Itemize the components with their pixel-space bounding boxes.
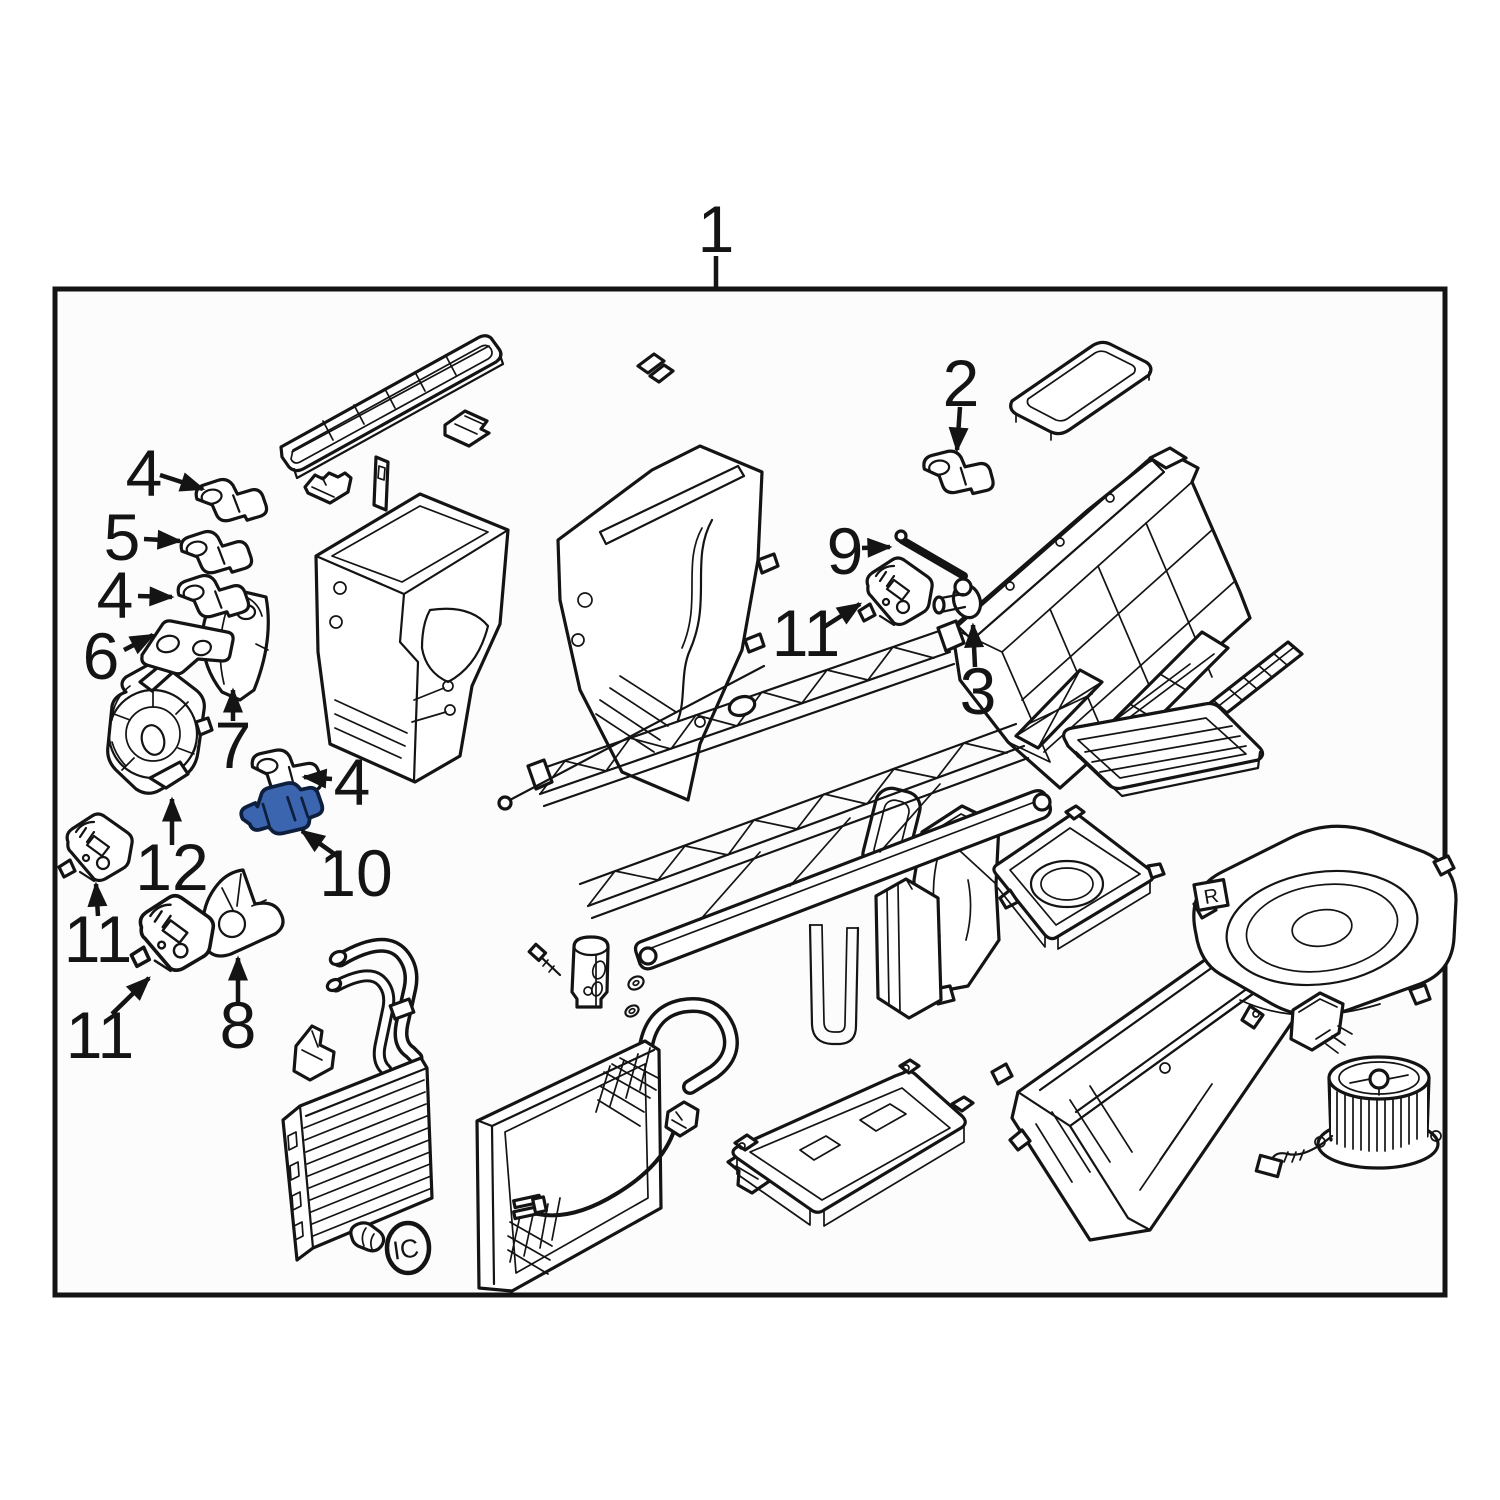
callout-2: 2 — [943, 346, 980, 420]
part-u-seal-art — [808, 923, 860, 1046]
arrow-2 — [948, 406, 969, 453]
part-heater-core-art — [281, 1056, 434, 1262]
callout-labels: 1 4 5 4 6 7 12 11 11 8 10 4 2 9 11 3 — [64, 192, 997, 1072]
arrow-10 — [299, 829, 342, 860]
callout-6: 6 — [83, 619, 120, 693]
part-post-bracket-art — [372, 455, 390, 512]
part-side-slab-art — [874, 877, 943, 1020]
part-intake-grille-art — [279, 334, 505, 480]
part-o-rings-art — [624, 975, 645, 1018]
part-heater-pipes-art — [325, 937, 424, 1077]
part-heater-case-right-art — [950, 446, 1252, 790]
arrow-4-upper — [159, 472, 206, 492]
callout-8: 8 — [220, 988, 257, 1062]
blower-housing-tab-marking: R — [1202, 885, 1220, 909]
arrow-3 — [964, 622, 985, 668]
part-lower-tray-art — [731, 1058, 975, 1227]
part-top-wedge-clip-art — [636, 352, 675, 384]
part-bracket-8-art — [201, 868, 285, 958]
part-grommet-art: IC — [384, 1220, 432, 1276]
callout-11-left-lower: 11 — [66, 998, 135, 1072]
arrow-5 — [143, 529, 183, 550]
part-filter-door-art — [1014, 668, 1104, 750]
part-case-right-half-art — [556, 444, 780, 802]
part-center-wedge-clip-art — [443, 409, 491, 448]
part-case-left-half-art — [314, 492, 510, 784]
callout-1: 1 — [698, 192, 735, 266]
part-blower-housing-art: R — [1192, 824, 1458, 1030]
arrow-4-center — [301, 768, 333, 789]
part-bracket-6-art — [140, 619, 235, 676]
callout-arrows — [87, 406, 985, 1016]
callout-5: 5 — [104, 500, 141, 574]
arrow-4-mid — [137, 586, 175, 607]
callout-4-center: 4 — [334, 745, 371, 819]
part-mounting-bolt-art — [527, 942, 562, 977]
part-blower-motor-art — [1254, 1055, 1442, 1179]
grommet-marking: IC — [391, 1232, 421, 1265]
part-10-highlighted-sensor — [239, 781, 325, 836]
part-damper-assembly-upper-art — [526, 619, 966, 808]
arrow-9 — [861, 537, 893, 558]
part-blower-resistor-art — [1289, 991, 1353, 1054]
callout-4-upper: 4 — [126, 436, 163, 510]
part-grille-clip-art — [303, 471, 353, 505]
arrow-11-right — [822, 602, 863, 629]
callout-10: 10 — [319, 836, 392, 910]
callout-9: 9 — [827, 514, 864, 588]
callout-3: 3 — [960, 654, 997, 728]
part-damper-assembly-lower-art — [578, 722, 1052, 971]
callout-4-mid: 4 — [97, 558, 134, 632]
part-rod-9-art — [894, 529, 968, 580]
part-top-cover-right-art — [1009, 340, 1153, 441]
part-heater-bracket-art — [292, 1024, 336, 1082]
arrow-11-left-lower — [110, 976, 151, 1016]
part-evaporator-sensor-wire-art — [512, 1100, 700, 1221]
callout-12: 12 — [135, 830, 208, 904]
callout-7: 7 — [215, 708, 252, 782]
part-pan-with-opening-art — [992, 804, 1166, 950]
callout-11-left-upper: 11 — [64, 902, 133, 976]
part-control-rod-long-art — [497, 664, 766, 811]
part-filter-tray-art — [1062, 701, 1265, 798]
callout-11-right: 11 — [772, 596, 841, 670]
arrow-6 — [122, 633, 156, 655]
part-evaporator-pipe-loop-art — [638, 997, 739, 1095]
part-evaporator-art — [475, 1039, 663, 1293]
arrow-11-left-upper — [87, 881, 108, 917]
part-lever-3-art — [932, 577, 983, 620]
part-expansion-valve-art — [570, 935, 610, 1009]
part-pipe-clip-art — [349, 1221, 386, 1253]
